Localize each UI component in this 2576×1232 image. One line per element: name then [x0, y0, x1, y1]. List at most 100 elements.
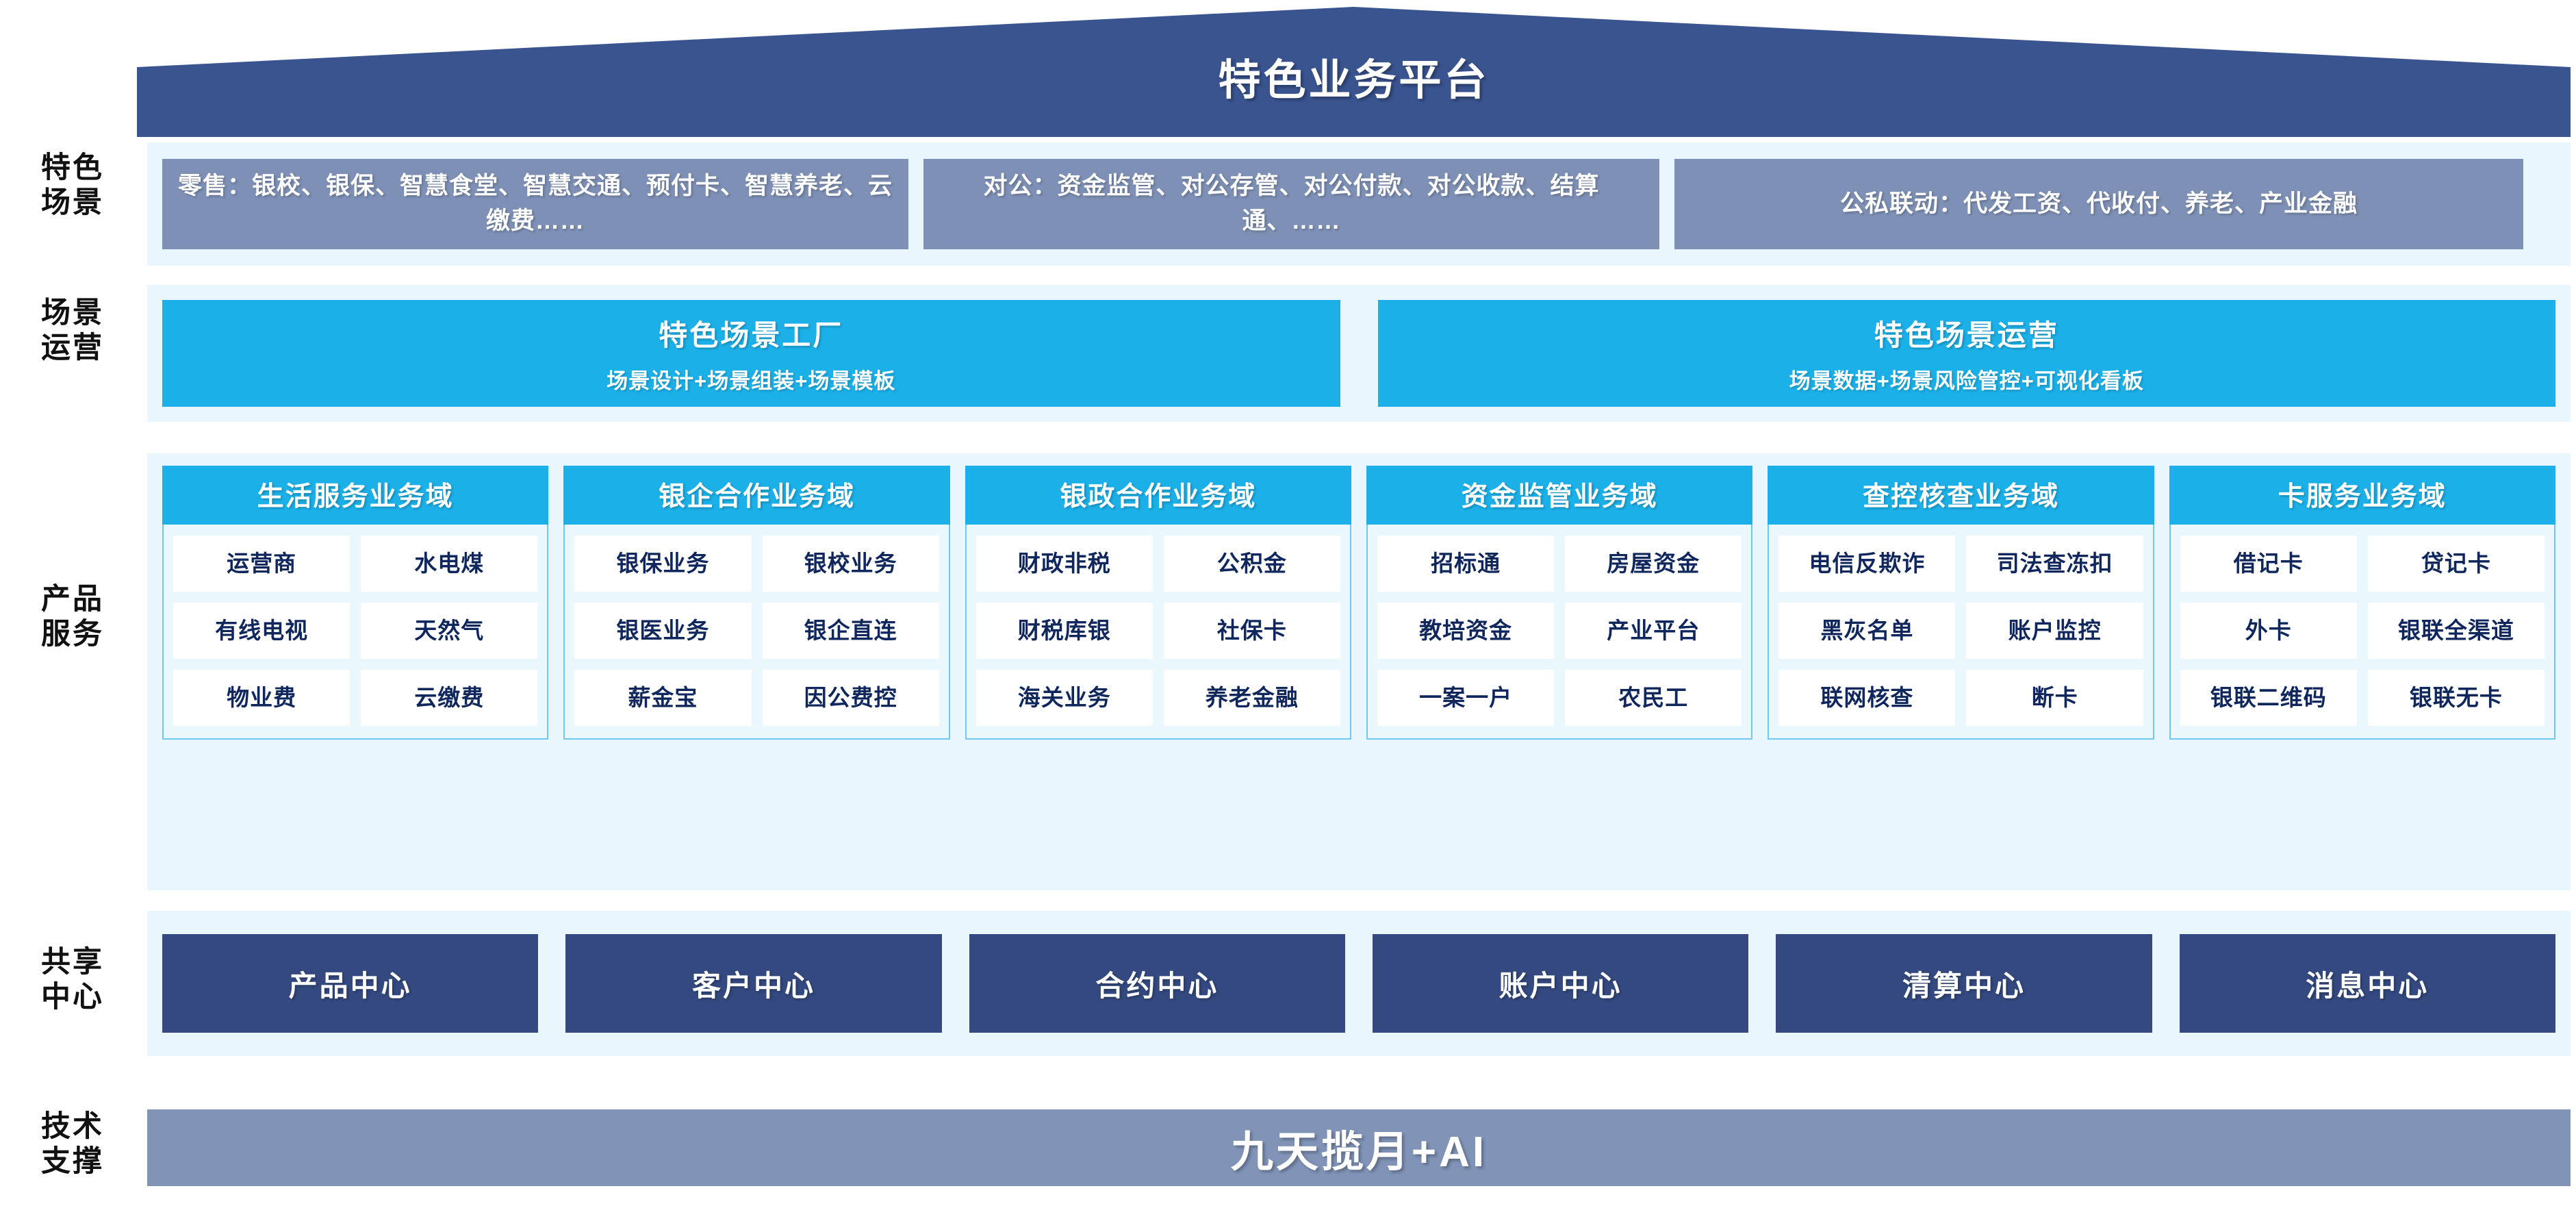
- domain-item-line: 黑灰名单: [1820, 617, 1914, 643]
- scenario-box-retail[interactable]: 零售：银校、银保、智慧食堂、智慧交通、预付卡、智慧养老、云缴费……: [162, 159, 908, 249]
- domain-item[interactable]: 银企直连: [762, 603, 939, 659]
- domain-item-line: 农民工: [1618, 684, 1689, 710]
- page-title: 特色业务平台: [1218, 57, 1490, 104]
- scenario-box-corporate[interactable]: 对公：资金监管、对公存管、对公付款、对公收款、结算通、……: [923, 159, 1659, 249]
- rail-label-tech: 技术支撑: [41, 1110, 104, 1178]
- scenario-band: 零售：银校、银保、智慧食堂、智慧交通、预付卡、智慧养老、云缴费…… 对公：资金监…: [147, 142, 2571, 266]
- domain-header[interactable]: 查控核查业务域: [1768, 466, 2154, 525]
- domain-item[interactable]: 海关业务: [975, 670, 1153, 726]
- scenario-box-public-private[interactable]: 公私联动：代发工资、代收付、养老、产业金融: [1674, 159, 2523, 249]
- domain-item-line: 借记卡: [2233, 550, 2304, 576]
- domain-item[interactable]: 财税库银: [975, 603, 1153, 659]
- domain-item-line: 查冻扣: [2043, 550, 2113, 576]
- domain-item[interactable]: 司法查冻扣: [1966, 536, 2143, 592]
- domain-item-line: 银医业务: [616, 617, 710, 643]
- domain-item[interactable]: 银联全渠道: [2367, 603, 2545, 659]
- domain-body: 招标通 房屋资金教培资金 产业平台一案一户 农民工: [1366, 525, 1753, 740]
- operation-subtitle: 场景设计+场景组装+场景模板: [607, 369, 896, 393]
- domain-header[interactable]: 银企合作业务域: [563, 466, 950, 525]
- domain-item[interactable]: 联网核查: [1778, 670, 1956, 726]
- domain-item-line: 银联: [2210, 684, 2257, 710]
- domain-item[interactable]: 因公费控: [762, 670, 939, 726]
- domain-item-line: 因公费控: [804, 684, 897, 710]
- domain-item-line: 产业平台: [1607, 617, 1700, 643]
- rail-label-operation: 场景运营: [41, 297, 104, 364]
- operation-box-operations[interactable]: 特色场景运营 场景数据+场景风险管控+可视化看板: [1377, 300, 2555, 407]
- domain-row: 借记卡 贷记卡: [2180, 536, 2545, 592]
- domain-row: 海关业务 养老金融: [975, 670, 1340, 726]
- domain-item[interactable]: 天然气: [361, 603, 538, 659]
- shared-center-box[interactable]: 客户中心: [565, 934, 942, 1033]
- domain-item[interactable]: 银联二维码: [2180, 670, 2357, 726]
- domain-item[interactable]: 云缴费: [361, 670, 538, 726]
- domain-row: 银保业务 银校业务: [574, 536, 939, 592]
- domain-item-line: 财政非税: [1017, 550, 1111, 576]
- domain-item[interactable]: 物业费: [173, 670, 350, 726]
- domain-item[interactable]: 银保业务: [574, 536, 752, 592]
- domain-item[interactable]: 账户监控: [1966, 603, 2143, 659]
- operation-box-factory[interactable]: 特色场景工厂 场景设计+场景组装+场景模板: [162, 300, 1340, 407]
- shared-center-box[interactable]: 消息中心: [2179, 934, 2555, 1033]
- domain-row: 薪金宝 因公费控: [574, 670, 939, 726]
- domain-item-line: 一案一户: [1419, 684, 1513, 710]
- tech-support-label: 九天揽月+AI: [1230, 1129, 1488, 1176]
- domain-body: 借记卡贷记卡外卡银联全渠道银联二维码银联无卡: [2169, 525, 2555, 740]
- shared-center-box[interactable]: 合约中心: [969, 934, 1345, 1033]
- domain-column: 卡服务业务域借记卡贷记卡外卡银联全渠道银联二维码银联无卡: [2169, 466, 2555, 740]
- domain-item[interactable]: 有线电视: [173, 603, 350, 659]
- shared-center-box[interactable]: 清算中心: [1776, 934, 2152, 1033]
- domain-item[interactable]: 电信反欺诈: [1778, 536, 1956, 592]
- domain-item[interactable]: 借记卡: [2180, 536, 2357, 592]
- domain-item[interactable]: 社保卡: [1163, 603, 1340, 659]
- domain-item[interactable]: 一案一户: [1377, 670, 1555, 726]
- operation-title: 特色场景工厂: [659, 319, 844, 351]
- domain-item-line: 银联: [2397, 617, 2445, 643]
- domain-body: 银保业务 银校业务银医业务 银企直连薪金宝 因公费控: [563, 525, 950, 740]
- domain-item[interactable]: 养老金融: [1163, 670, 1340, 726]
- domain-item-line: 联网核查: [1820, 684, 1914, 710]
- domain-header[interactable]: 生活服务业务域: [162, 466, 549, 525]
- domain-body: 运营商水电煤有线电视天然气物业费 云缴费: [162, 525, 549, 740]
- rail-line-2: 场景: [41, 186, 104, 219]
- shared-center-box[interactable]: 产品中心: [162, 934, 539, 1033]
- domain-item-line: 物业费: [227, 684, 297, 710]
- domain-item[interactable]: 水电煤: [361, 536, 538, 592]
- domain-item-line: 薪金宝: [628, 684, 698, 710]
- domain-item-line: 财税库银: [1017, 617, 1111, 643]
- domain-item-line: 银保业务: [616, 550, 710, 576]
- domain-item-line: 养老金融: [1205, 684, 1299, 710]
- domain-item[interactable]: 黑灰名单: [1778, 603, 1956, 659]
- rail-label-shared: 共享中心: [41, 946, 104, 1014]
- domain-item[interactable]: 断卡: [1966, 670, 2143, 726]
- shared-center-band: 产品中心客户中心合约中心账户中心清算中心消息中心: [147, 911, 2571, 1056]
- domain-header[interactable]: 卡服务业务域: [2169, 466, 2555, 525]
- domain-row: 财税库银 社保卡: [975, 603, 1340, 659]
- domain-item[interactable]: 薪金宝: [574, 670, 752, 726]
- domain-item[interactable]: 财政非税: [975, 536, 1153, 592]
- domain-item[interactable]: 农民工: [1565, 670, 1742, 726]
- product-service-band: 生活服务业务域运营商水电煤有线电视天然气物业费 云缴费 银企合作业务域银保业务 银校业…: [147, 453, 2571, 890]
- domain-item[interactable]: 银校业务: [762, 536, 939, 592]
- domain-item[interactable]: 招标通: [1377, 536, 1555, 592]
- domain-header[interactable]: 银政合作业务域: [965, 466, 1351, 525]
- domain-row: 一案一户 农民工: [1377, 670, 1742, 726]
- domain-item[interactable]: 贷记卡: [2367, 536, 2545, 592]
- domain-item[interactable]: 公积金: [1163, 536, 1340, 592]
- domain-item-line: 房屋资金: [1607, 550, 1700, 576]
- domain-item[interactable]: 银医业务: [574, 603, 752, 659]
- domain-column: 银企合作业务域银保业务 银校业务银医业务 银企直连薪金宝 因公费控: [563, 466, 950, 740]
- domain-item[interactable]: 产业平台: [1565, 603, 1742, 659]
- domain-item[interactable]: 教培资金: [1377, 603, 1555, 659]
- domain-item[interactable]: 银联无卡: [2367, 670, 2545, 726]
- domain-item[interactable]: 外卡: [2180, 603, 2357, 659]
- domain-item[interactable]: 运营商: [173, 536, 350, 592]
- domain-item[interactable]: 房屋资金: [1565, 536, 1742, 592]
- shared-center-box[interactable]: 账户中心: [1372, 934, 1749, 1033]
- domain-item-line: 社保卡: [1216, 617, 1287, 643]
- domain-header[interactable]: 资金监管业务域: [1366, 466, 1753, 525]
- domain-row: 财政非税 公积金: [975, 536, 1340, 592]
- domain-item-line: 教培资金: [1419, 617, 1513, 643]
- rail-line-1: 特色: [41, 151, 104, 184]
- tech-support-bar[interactable]: 九天揽月+AI: [147, 1109, 2571, 1186]
- domain-item-line: 二维码: [2256, 684, 2327, 710]
